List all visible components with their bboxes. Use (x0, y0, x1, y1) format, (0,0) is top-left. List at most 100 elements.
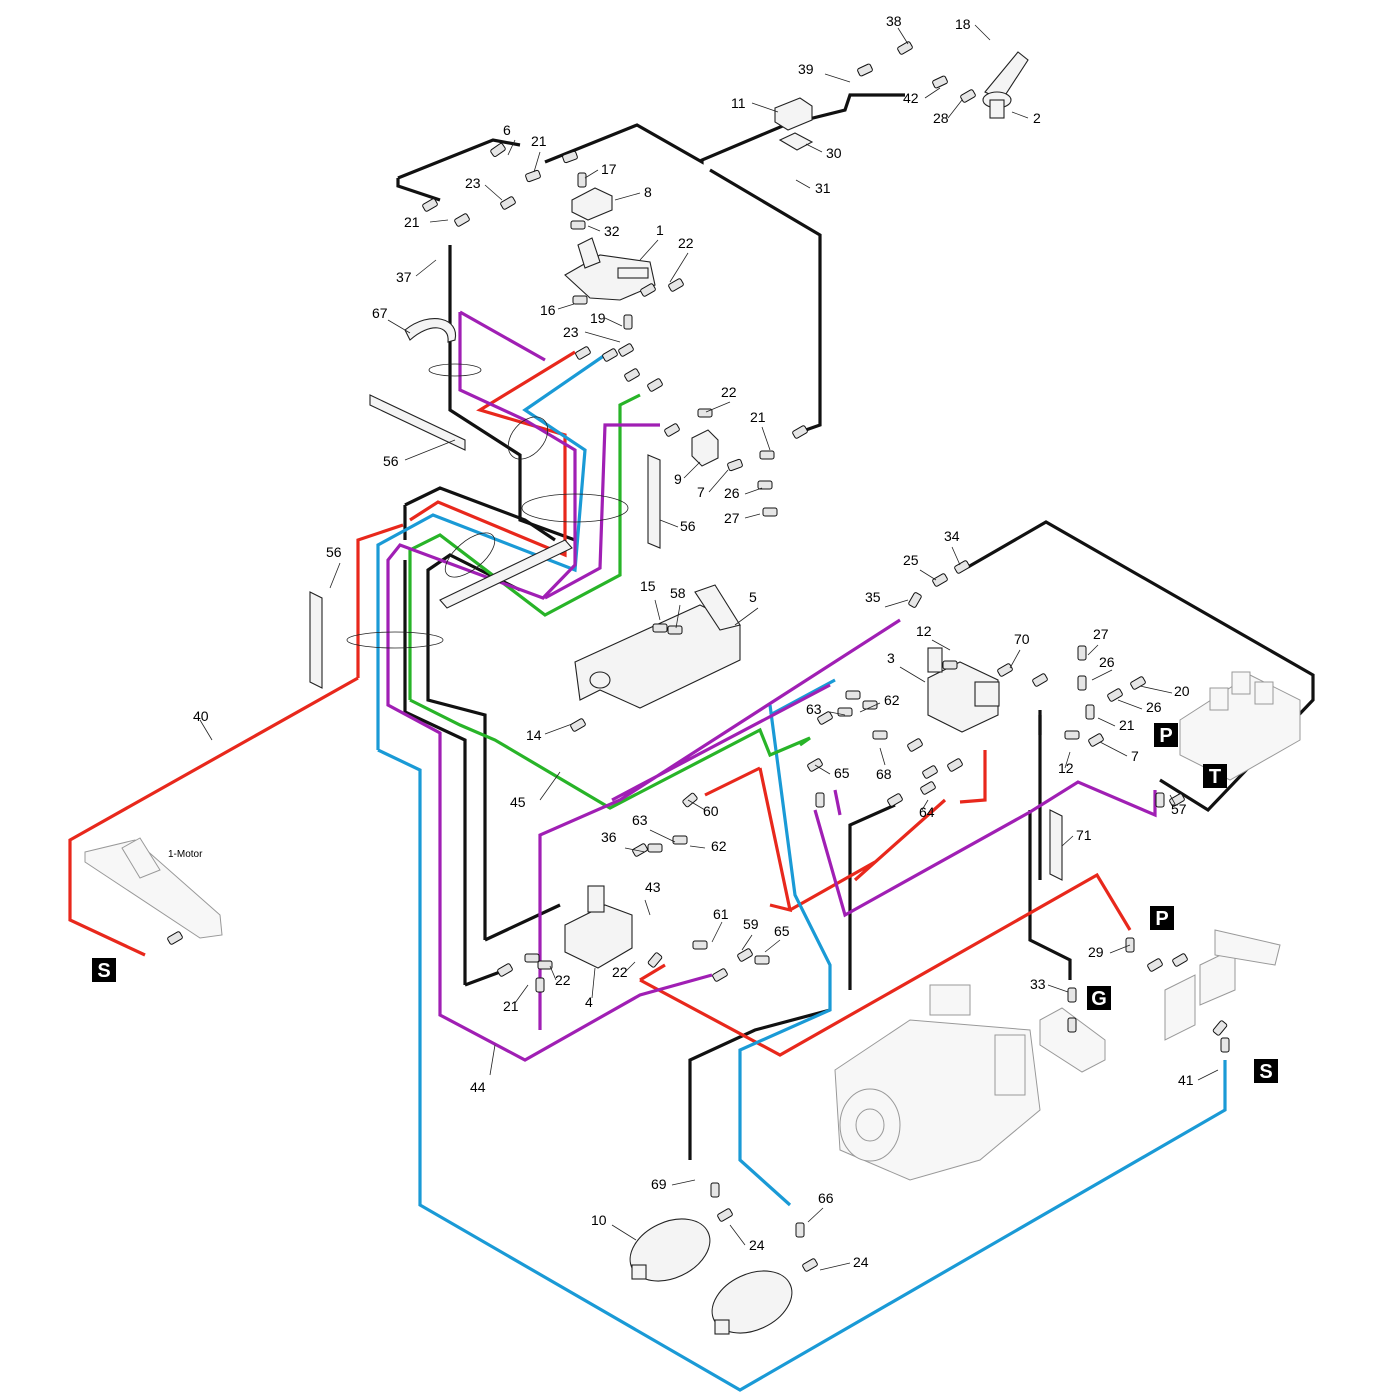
leader-line (1061, 835, 1074, 847)
part-number-labels: 38 18 39 42 11 28 2 30 31 6 21 17 8 23 2… (193, 13, 1194, 1270)
motor-bracket (84, 837, 223, 939)
label-p34: 34 (944, 528, 960, 544)
label-p27b: 27 (1093, 626, 1109, 642)
label-p7b: 7 (1131, 748, 1139, 764)
fitting (1067, 1017, 1077, 1033)
hose-black-center (403, 486, 1072, 1160)
label-p24a: 24 (749, 1237, 765, 1253)
label-p24b: 24 (853, 1254, 869, 1270)
label-p19: 19 (590, 310, 606, 326)
leader-line (921, 799, 929, 811)
port-tag-P-top: P (1154, 723, 1178, 747)
leader-line (484, 184, 503, 201)
control-lever-part (982, 51, 1029, 119)
label-p18: 18 (955, 16, 971, 32)
label-p27a: 27 (724, 510, 740, 526)
label-p21a: 21 (531, 133, 547, 149)
port-tags: P T S P G S (92, 723, 1278, 1083)
fitting (857, 63, 873, 77)
fitting (667, 625, 683, 635)
label-p58: 58 (670, 585, 686, 601)
leader-line (1139, 685, 1173, 694)
control-valve-bank (1179, 671, 1301, 781)
fitting (692, 940, 708, 950)
label-p60: 60 (703, 803, 719, 819)
leader-line (711, 921, 723, 943)
svg-text:P: P (1155, 908, 1168, 930)
label-p61: 61 (713, 906, 729, 922)
port-tag-P-right: P (1150, 906, 1174, 930)
fitting (1032, 673, 1048, 687)
fitting (887, 793, 903, 807)
clamp-rail (439, 539, 573, 609)
leader-line (764, 939, 781, 953)
fitting (525, 169, 541, 183)
fitting (500, 196, 516, 210)
fitting (947, 758, 963, 772)
label-p26b: 26 (1099, 654, 1115, 670)
fitting (1088, 733, 1104, 747)
label-p66: 66 (818, 1190, 834, 1206)
leader-line (899, 666, 926, 683)
leader-line (404, 439, 456, 461)
fitting (872, 730, 888, 740)
label-p32: 32 (604, 223, 620, 239)
label-p65a: 65 (834, 765, 850, 781)
fitting (1077, 645, 1087, 661)
label-p22c: 22 (555, 972, 571, 988)
label-p64: 64 (919, 804, 935, 820)
fitting (624, 368, 640, 382)
label-p8: 8 (644, 184, 652, 200)
leader-line (1117, 699, 1143, 710)
leader-line (1064, 751, 1071, 769)
cover-plate-part (571, 187, 613, 221)
hose-black-right (967, 520, 1315, 813)
label-p29: 29 (1088, 944, 1104, 960)
fitting (1220, 1037, 1230, 1053)
fitting (524, 953, 540, 963)
label-p42: 42 (903, 90, 919, 106)
leader-line (621, 961, 636, 976)
leader-line (819, 1262, 851, 1271)
hose-purple (386, 310, 1157, 1062)
label-p22a: 22 (678, 235, 694, 251)
leader-line (654, 599, 661, 621)
fitting (672, 835, 688, 845)
leader-line (514, 984, 529, 1004)
hose-blue (376, 353, 1227, 1392)
svg-text:G: G (1091, 988, 1107, 1010)
label-p65b: 65 (774, 923, 790, 939)
gauge-block-part (1039, 1007, 1106, 1073)
fitting (762, 507, 778, 517)
leader-line (879, 747, 886, 766)
fitting (997, 663, 1013, 677)
label-p21c: 21 (750, 409, 766, 425)
leader-line (611, 1224, 637, 1241)
fitting (454, 213, 470, 227)
fitting (623, 314, 633, 330)
svg-text:T: T (1209, 766, 1221, 788)
leader-line (751, 102, 779, 113)
label-p26a: 26 (724, 485, 740, 501)
leader-line (199, 719, 213, 741)
fitting (572, 295, 588, 305)
leader-line (1097, 717, 1116, 727)
fitting (802, 1258, 818, 1272)
svg-text:S: S (97, 960, 110, 982)
label-p35: 35 (865, 589, 881, 605)
label-p71: 71 (1076, 827, 1092, 843)
fitting (862, 700, 878, 710)
parts (84, 51, 1301, 1335)
fitting (1172, 953, 1188, 967)
leader-line (805, 143, 823, 153)
fitting (1169, 793, 1185, 807)
fitting (1067, 987, 1077, 1003)
cable-tie-part (404, 317, 457, 343)
leader-line (1099, 741, 1128, 757)
fitting (960, 89, 976, 103)
leader-line (931, 639, 951, 651)
label-p10: 10 (591, 1212, 607, 1228)
leader-line (659, 519, 679, 528)
label-p63a: 63 (806, 701, 822, 717)
leader-line (649, 829, 676, 843)
